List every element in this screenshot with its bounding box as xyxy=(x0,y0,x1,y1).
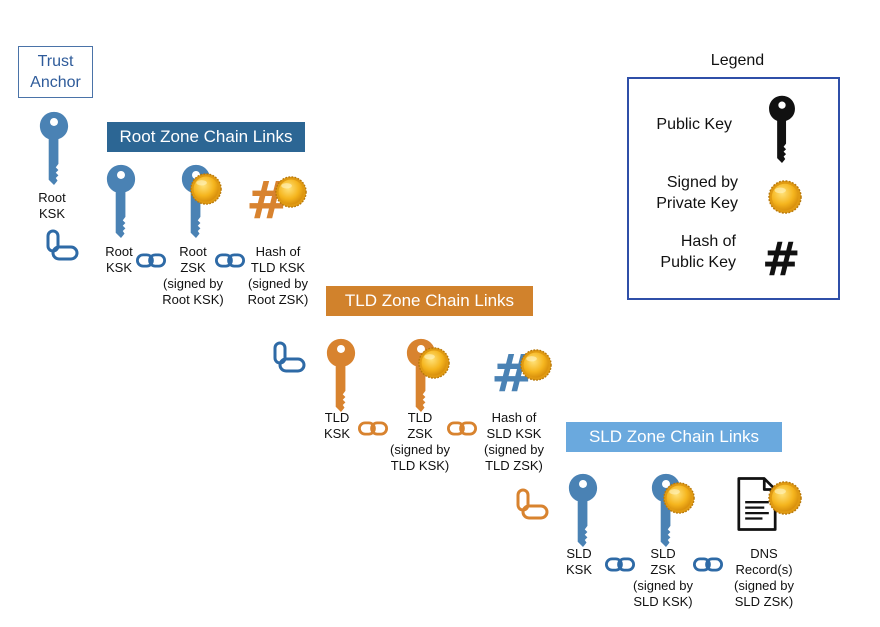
tld-chain-2-icon xyxy=(447,420,477,437)
sld-zsk-coin-icon xyxy=(663,482,695,514)
legend-public-key-label: Public Key xyxy=(656,116,732,133)
tld-ksk-label: TLD KSK xyxy=(323,410,350,441)
sld-zone-banner: SLD Zone Chain Links xyxy=(566,422,782,452)
tld-ksk-key-icon xyxy=(326,337,356,413)
root-anchor-ksk-label: Root KSK xyxy=(38,190,66,221)
legend-coin-icon xyxy=(768,180,802,214)
sld-ksk-label: SLD KSK xyxy=(565,546,592,577)
root-anchor-key-icon xyxy=(39,110,69,186)
sld-anchor-chain-icon xyxy=(514,488,550,524)
root-hash-coin-icon xyxy=(275,176,307,208)
root-zsk-label: Root ZSK (signed by Root KSK) xyxy=(162,244,224,307)
dns-record-label: DNS Record(s) (signed by SLD ZSK) xyxy=(734,546,794,609)
tld-zsk-label: TLD ZSK (signed by TLD KSK) xyxy=(390,410,450,473)
root-zsk-coin-icon xyxy=(190,173,222,205)
root-anchor-chain-icon xyxy=(44,229,80,265)
legend-key-icon xyxy=(768,95,796,163)
tld-zsk-coin-icon xyxy=(418,347,450,379)
trust-anchor-box: Trust Anchor xyxy=(18,46,93,98)
tld-hash-label: Hash of SLD KSK (signed by TLD ZSK) xyxy=(484,410,544,473)
sld-ksk-key-icon xyxy=(568,472,598,548)
legend-box xyxy=(627,77,840,300)
legend-hash-icon: # xyxy=(762,232,801,286)
root-zone-banner: Root Zone Chain Links xyxy=(107,122,305,152)
sld-zsk-label: SLD ZSK (signed by SLD KSK) xyxy=(633,546,693,609)
root-ksk-key-icon xyxy=(106,163,136,239)
legend-hash-label: Hash of Public Key xyxy=(660,233,736,271)
tld-anchor-chain-icon xyxy=(271,341,307,377)
legend-signed-label: Signed by Private Key xyxy=(656,174,738,212)
sld-chain-2-icon xyxy=(693,556,723,573)
dns-record-coin-icon xyxy=(768,481,802,515)
tld-hash-coin-icon xyxy=(520,349,552,381)
legend-title: Legend xyxy=(710,52,765,69)
root-hash-label: Hash of TLD KSK (signed by Root ZSK) xyxy=(247,244,309,307)
root-ksk-label: Root KSK xyxy=(105,244,133,275)
tld-zone-banner: TLD Zone Chain Links xyxy=(326,286,533,316)
